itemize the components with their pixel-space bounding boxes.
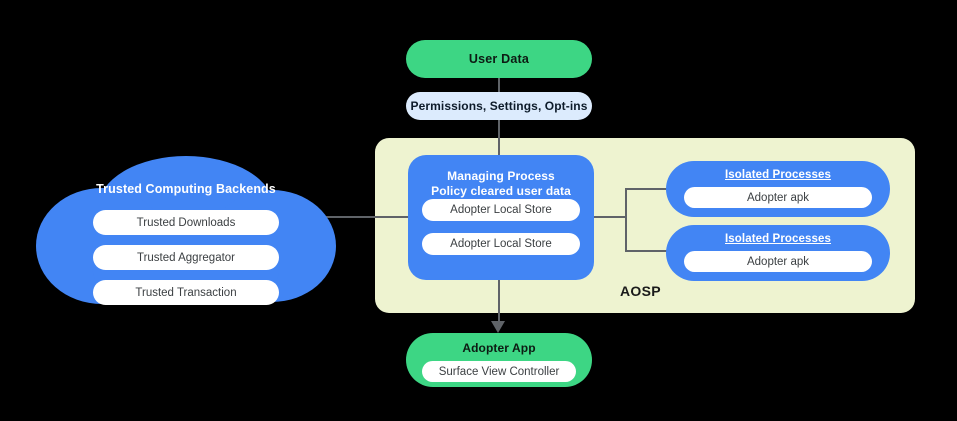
aosp-label: AOSP: [620, 283, 661, 299]
trusted-downloads-item[interactable]: Trusted Downloads: [93, 210, 279, 235]
adopter-local-store-1[interactable]: Adopter Local Store: [422, 199, 580, 221]
trusted-backends-list: Trusted Downloads Trusted Aggregator Tru…: [93, 210, 279, 315]
trusted-backends-title: Trusted Computing Backends: [96, 182, 276, 196]
isolated-process-node-1[interactable]: Isolated Processes Adopter apk: [666, 161, 890, 217]
connector-permissions-to-managing: [498, 120, 500, 156]
connector-managing-to-branch: [594, 216, 626, 218]
adopter-apk-2[interactable]: Adopter apk: [684, 251, 872, 272]
connector-branch-to-isolated-2: [625, 250, 667, 252]
connector-userdata-to-permissions: [498, 78, 500, 92]
user-data-label: User Data: [468, 52, 530, 66]
adopter-apk-1[interactable]: Adopter apk: [684, 187, 872, 208]
connector-branch-riser: [625, 188, 627, 250]
permissions-node[interactable]: Permissions, Settings, Opt-ins: [406, 92, 592, 120]
managing-process-node[interactable]: Managing Process Policy cleared user dat…: [408, 155, 594, 280]
isolated-process-title-1[interactable]: Isolated Processes: [725, 169, 831, 181]
trusted-transaction-item[interactable]: Trusted Transaction: [93, 280, 279, 305]
surface-view-controller[interactable]: Surface View Controller: [422, 361, 576, 382]
managing-process-title-line2: Policy cleared user data: [431, 184, 571, 198]
connector-managing-to-adopter-app: [498, 280, 500, 325]
adopter-app-title: Adopter App: [462, 341, 536, 355]
managing-process-title-line1: Managing Process: [447, 169, 555, 183]
permissions-label: Permissions, Settings, Opt-ins: [410, 99, 588, 113]
arrow-down-icon: [491, 321, 505, 333]
isolated-process-node-2[interactable]: Isolated Processes Adopter apk: [666, 225, 890, 281]
connector-cloud-to-managing: [300, 216, 410, 218]
trusted-aggregator-item[interactable]: Trusted Aggregator: [93, 245, 279, 270]
connector-branch-to-isolated-1: [625, 188, 667, 190]
adopter-local-store-2[interactable]: Adopter Local Store: [422, 233, 580, 255]
trusted-computing-backends-node[interactable]: Trusted Computing Backends Trusted Downl…: [36, 150, 336, 310]
managing-process-title: Managing Process Policy cleared user dat…: [408, 169, 594, 199]
adopter-app-node[interactable]: Adopter App Surface View Controller: [406, 333, 592, 387]
user-data-node[interactable]: User Data: [406, 40, 592, 78]
isolated-process-title-2[interactable]: Isolated Processes: [725, 233, 831, 245]
